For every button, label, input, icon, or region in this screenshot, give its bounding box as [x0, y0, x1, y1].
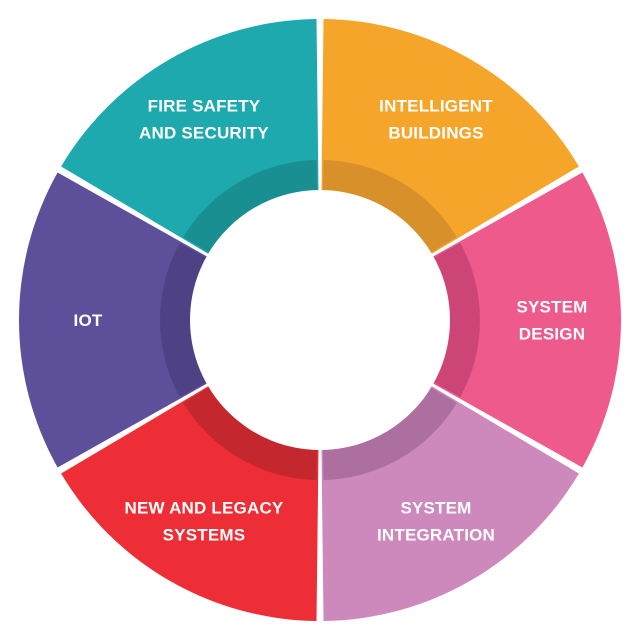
segment-label-iot: IOT	[74, 311, 103, 330]
segment-system-design	[431, 172, 621, 468]
segment-inner-shade-system-integration	[322, 386, 457, 480]
segment-label-line: SYSTEMS	[163, 525, 246, 544]
segment-label-line: FIRE SAFETY	[148, 97, 261, 116]
center-hole	[190, 190, 450, 450]
segment-inner-shade-new-and-legacy-systems	[183, 386, 318, 480]
segment-label-line: DESIGN	[519, 325, 585, 344]
segment-iot	[19, 172, 209, 468]
segment-inner-shade-fire-safety-and-security	[183, 160, 318, 254]
segment-label-system-integration: SYSTEM INTEGRATION	[377, 498, 495, 544]
segment-label-line: BUILDINGS	[388, 124, 483, 143]
segment-label-line: INTELLIGENT	[379, 97, 493, 116]
segment-label-new-and-legacy-systems: NEW AND LEGACY SYSTEMS	[125, 498, 284, 544]
segment-label-system-design: SYSTEM DESIGN	[516, 298, 587, 344]
segment-inner-shade-intelligent-buildings	[322, 160, 457, 254]
segment-label-line: IOT	[74, 311, 103, 330]
segment-label-line: SYSTEM	[400, 498, 471, 517]
labels-layer: INTELLIGENT BUILDINGS SYSTEM DESIGN SYSTEM IN…	[74, 97, 588, 545]
segment-label-fire-safety-and-security: FIRE SAFETY AND SECURITY	[139, 97, 269, 143]
segment-label-line: AND SECURITY	[139, 124, 269, 143]
segment-label-intelligent-buildings: INTELLIGENT BUILDINGS	[379, 97, 493, 143]
segment-label-line: SYSTEM	[516, 298, 587, 317]
segment-label-line: INTEGRATION	[377, 525, 495, 544]
segment-label-line: NEW AND LEGACY	[125, 498, 284, 517]
